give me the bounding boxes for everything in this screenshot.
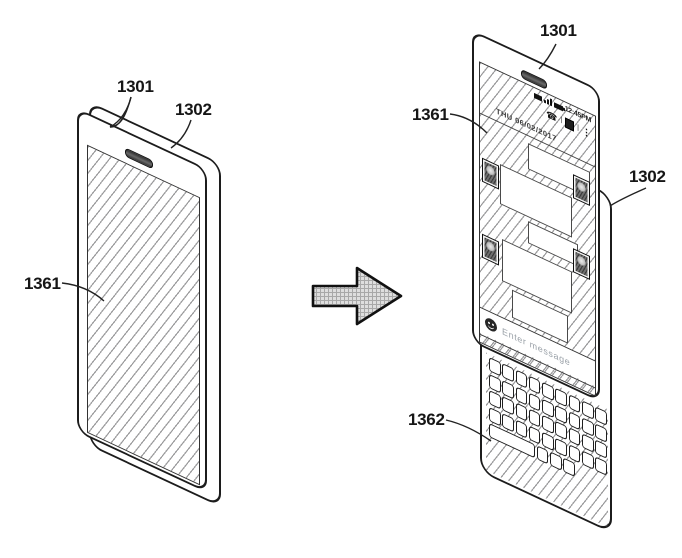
overflow-menu-icon: ⋮ [582, 124, 591, 139]
contact-photo-icon [565, 117, 575, 132]
ref-label-1301-left: 1301 [117, 77, 154, 96]
display-1361-messaging: 12:45PM ☎ | | ⋮ THU 06/02/2017 [479, 61, 596, 397]
avatar-left [482, 233, 499, 266]
call-icon: ☎ [546, 108, 558, 124]
divider: | [577, 124, 579, 132]
signal-icon [543, 95, 552, 107]
ref-label-1301-right: 1301 [540, 21, 577, 40]
ref-label-1362: 1362 [408, 410, 445, 429]
avatar-left [482, 157, 499, 190]
key [536, 445, 549, 465]
closed-phone-group [77, 101, 221, 508]
message-icon [533, 92, 542, 102]
battery-icon [553, 102, 563, 112]
leader-line-1302-right [609, 187, 647, 207]
display-1361 [87, 144, 200, 486]
ref-label-1361-left: 1361 [24, 274, 61, 293]
first-device-1301 [77, 108, 207, 493]
ref-label-1302-left: 1302 [175, 100, 212, 119]
ref-label-1361-right: 1361 [412, 105, 449, 124]
transition-arrow-icon [311, 266, 403, 326]
key [563, 457, 575, 478]
divider: | [560, 116, 563, 125]
key [550, 451, 562, 472]
emoji-icon [485, 316, 497, 334]
open-phone-group: 12:45PM ☎ | | ⋮ THU 06/02/2017 [472, 30, 612, 534]
avatar-right [573, 248, 590, 281]
first-device-1301-open: 12:45PM ☎ | | ⋮ THU 06/02/2017 [472, 30, 600, 402]
ref-label-1302-right: 1302 [629, 167, 666, 186]
